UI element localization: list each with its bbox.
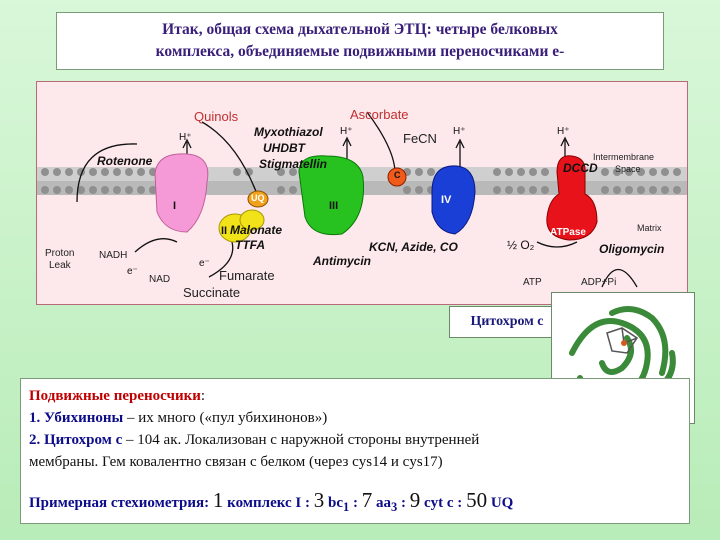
atpase [546,155,598,241]
mobile-carriers-text-box: Подвижные переносчики: 1. Убихиноны – их… [20,378,690,524]
stoich-bc-sub: 1 [343,500,350,514]
item1-number: 1. [29,410,44,426]
label-nadh: NADH [99,250,128,261]
label-malonate: Malonate [230,223,283,237]
label-dccd: DCCD [563,161,598,175]
cytochrome-c-marker [387,167,407,187]
label-complex-II: II [221,225,228,237]
stoich-sep-2: : [397,495,410,511]
label-proton-1: Proton [45,248,75,259]
complex-I [154,153,209,233]
label-complex-I: I [173,200,177,212]
label-fecn: FeCN [403,131,437,146]
item1-description: – их много («пул убихинонов») [123,410,328,426]
complex-IV [431,165,476,235]
label-matrix: Matrix [637,223,662,233]
stoich-bc: bc [324,495,343,511]
label-myxothiazol: Myxothiazol [254,125,323,139]
cytochrome-c-label: Цитохром с [449,306,565,338]
stoichiometry-line: Примерная стехиометрия: 1 комплекс I : 3… [29,489,513,518]
label-uhdbt: UHDBT [263,141,305,155]
label-complex-IV: IV [441,194,452,206]
label-e-minus-2: e⁻ [199,258,210,269]
stoich-3: 3 [313,488,325,512]
label-o2: ½ O₂ [507,238,535,252]
item1-name: Убихиноны [44,410,124,426]
stoich-cyt-c: cyt c : [420,495,467,511]
label-nad: NAD [149,274,171,285]
carrier-item-2: 2. Цитохром с – 104 ак. Локализован с на… [29,429,681,451]
label-h-plus-1: H⁺ [179,132,192,143]
etc-scheme-svg [37,111,687,288]
carriers-heading: Подвижные переносчики [29,388,201,404]
label-complex-III: III [329,200,339,212]
title-line-2: комплекса, объединяемые подвижными перен… [155,43,565,60]
item2-description: – 104 ак. Локализован с наружной стороны… [122,432,480,448]
label-c: C [394,170,401,180]
stoich-50: 50 [466,488,488,512]
title-line-1: Итак, общая схема дыхательной ЭТЦ: четыр… [162,21,558,38]
label-rotenone: Rotenone [97,154,153,168]
title-box: Итак, общая схема дыхательной ЭТЦ: четыр… [56,12,664,70]
label-ttfa: TTFA [235,238,265,252]
heading-colon: : [200,388,206,404]
label-kcn: KCN, Azide, CO [369,240,458,254]
complex-III [298,155,365,236]
label-fumarate: Fumarate [219,268,275,283]
item2-number: 2. [29,432,44,448]
label-proton-2: Leak [49,260,71,271]
label-uq: UQ [251,193,265,203]
label-space: Space [615,164,641,174]
label-oligomycin: Oligomycin [599,242,665,256]
label-atpase: ATPase [550,227,586,238]
label-adp: ADP+Pi [581,277,617,288]
ubiquinone-marker [247,190,269,208]
label-succinate: Succinate [183,285,241,300]
stoich-aa: aa [372,495,391,511]
label-atp: ATP [523,277,542,288]
complex-II [218,209,265,243]
stoich-complex-i: комплекс I : [223,495,314,511]
label-ascorbate: Ascorbate [350,107,409,122]
label-intermembrane: Intermembrane [593,152,655,162]
label-h-plus-3: H⁺ [453,126,466,137]
carrier-item-1: 1. Убихиноны – их много («пул убихинонов… [29,407,681,429]
label-h-plus-2: H⁺ [340,126,353,137]
stoich-label: Примерная стехиометрия: [29,495,213,511]
stoich-1: 1 [212,488,224,512]
stoich-aa-sub: 3 [391,500,398,514]
stoich-sep-1: : [349,495,362,511]
etc-scheme: Quinols Ascorbate FeCN Myxothiazol UHDBT… [36,81,688,305]
stoich-9: 9 [409,488,421,512]
label-h-plus-4: H⁺ [557,126,570,137]
label-quinols: Quinols [194,109,239,124]
carriers-heading-line: Подвижные переносчики: [29,385,681,407]
stoich-7: 7 [361,488,373,512]
label-antimycin: Antimycin [313,254,372,268]
label-e-minus-1: e⁻ [127,266,138,277]
label-stigmatellin: Stigmatellin [259,157,328,171]
carrier-item-2-line-2: мембраны. Гем ковалентно связан с белком… [29,454,443,470]
stoich-uq: UQ [487,495,514,511]
item2-name: Цитохром с [44,432,123,448]
